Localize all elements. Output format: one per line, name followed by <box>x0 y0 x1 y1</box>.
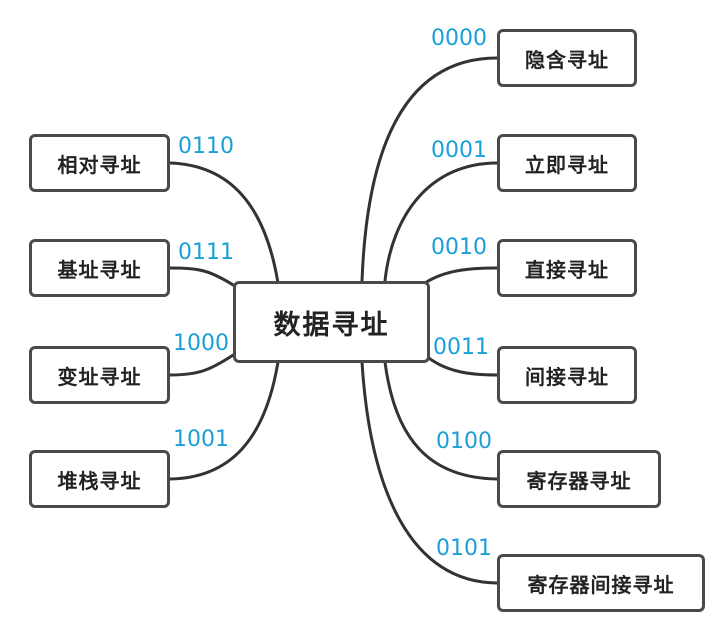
link-relative <box>168 161 280 285</box>
code-label: 0010 <box>431 235 487 260</box>
node-relative-addressing: 相对寻址 <box>29 134 170 192</box>
code-label: 0000 <box>431 26 487 51</box>
node-register-addressing: 寄存器寻址 <box>497 450 661 508</box>
code-label: 0111 <box>178 240 234 265</box>
code-label: 0011 <box>433 335 489 360</box>
node-immediate-addressing: 立即寻址 <box>497 134 637 192</box>
link-immediate <box>383 161 499 283</box>
code-label: 1000 <box>173 331 229 356</box>
center-node: 数据寻址 <box>233 281 430 363</box>
code-label: 0110 <box>178 134 234 159</box>
link-stack <box>168 360 280 481</box>
node-stack-addressing: 堆栈寻址 <box>29 450 170 508</box>
node-label: 寄存器间接寻址 <box>527 572 675 597</box>
code-label: 0100 <box>436 429 492 454</box>
code-label: 1001 <box>173 427 229 452</box>
node-label: 间接寻址 <box>525 364 609 389</box>
code-label: 0001 <box>431 138 487 163</box>
code-label: 0101 <box>436 536 492 561</box>
link-index <box>168 350 240 377</box>
node-label: 基址寻址 <box>57 257 142 282</box>
link-base <box>168 266 240 290</box>
center-node-label: 数据寻址 <box>273 309 390 341</box>
node-register-indirect-addressing: 寄存器间接寻址 <box>497 554 705 612</box>
link-indirect <box>423 353 499 377</box>
link-direct <box>423 266 499 285</box>
node-label: 变址寻址 <box>57 364 142 389</box>
link-implied <box>360 56 499 283</box>
link-register <box>383 360 499 481</box>
node-indirect-addressing: 间接寻址 <box>497 346 637 404</box>
node-label: 直接寻址 <box>525 257 609 282</box>
node-implied-addressing: 隐含寻址 <box>497 29 637 87</box>
node-direct-addressing: 直接寻址 <box>497 239 637 297</box>
node-label: 相对寻址 <box>57 152 142 177</box>
node-base-addressing: 基址寻址 <box>29 239 170 297</box>
node-label: 隐含寻址 <box>525 47 609 72</box>
node-index-addressing: 变址寻址 <box>29 346 170 404</box>
node-label: 寄存器寻址 <box>526 468 632 493</box>
link-register-indirect <box>360 360 499 585</box>
node-label: 立即寻址 <box>525 152 609 177</box>
node-label: 堆栈寻址 <box>57 468 142 493</box>
